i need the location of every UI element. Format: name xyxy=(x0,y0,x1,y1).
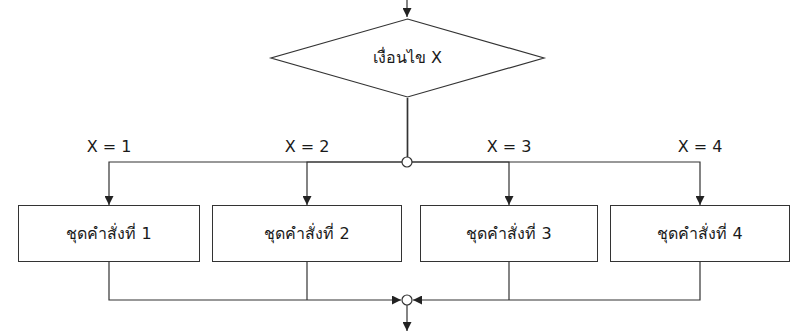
branch-connector xyxy=(109,98,408,205)
merge-line xyxy=(306,262,307,300)
process-box: ชุดคำสั่งที่ 2 xyxy=(212,205,402,262)
process-box: ชุดคำสั่งที่ 1 xyxy=(18,205,200,262)
exit-arrow xyxy=(406,305,407,331)
process-text: ชุดคำสั่งที่ 2 xyxy=(264,224,349,244)
condition-text: เงื่อนไข X xyxy=(373,48,442,68)
process-box: ชุดคำสั่งที่ 4 xyxy=(610,205,790,262)
branch-label: X = 3 xyxy=(484,137,535,156)
process-text: ชุดคำสั่งที่ 3 xyxy=(466,224,551,244)
merge-line xyxy=(109,262,401,300)
diamond-shape xyxy=(271,19,544,97)
split-junction xyxy=(402,157,412,167)
merge-junction xyxy=(402,295,412,305)
branch-label: X = 1 xyxy=(84,137,135,156)
process-box: ชุดคำสั่งที่ 3 xyxy=(420,205,598,262)
branch-label: X = 4 xyxy=(675,137,726,156)
branch-connector xyxy=(408,98,701,205)
branch-label: X = 2 xyxy=(282,137,333,156)
process-text: ชุดคำสั่งที่ 1 xyxy=(66,224,151,244)
entry-arrow xyxy=(406,0,407,17)
decision-diamond: เงื่อนไข X xyxy=(270,18,545,98)
merge-line xyxy=(508,262,509,300)
process-text: ชุดคำสั่งที่ 4 xyxy=(657,224,742,244)
merge-line xyxy=(413,262,700,300)
